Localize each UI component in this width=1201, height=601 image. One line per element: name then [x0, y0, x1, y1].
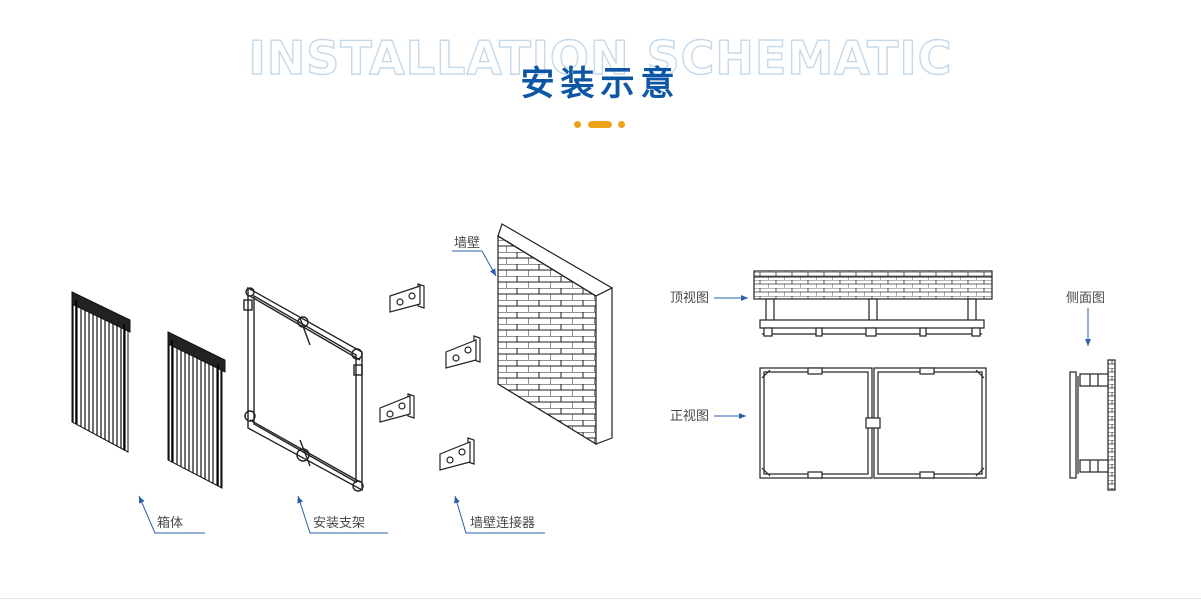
label-top-view: 顶视图: [670, 291, 710, 306]
brick-wall: [497, 223, 614, 446]
label-wall: 墙壁: [454, 236, 481, 251]
divider-bar: [588, 121, 612, 128]
divider-dot-left: [574, 121, 581, 128]
label-front-view: 正视图: [670, 409, 710, 424]
cabinet-panel-1: [71, 291, 131, 453]
label-side-view: 侧面图: [1066, 291, 1106, 306]
top-view-drawing: [753, 270, 993, 337]
label-leaders-left: [138, 250, 545, 534]
wall-connector-3: [379, 393, 415, 423]
label-mounting-bracket: 安装支架: [313, 516, 366, 531]
front-view-drawing: [759, 367, 987, 479]
title-english-outline: INSTALLATION SCHEMATIC: [248, 31, 953, 85]
wall-connector-2: [445, 335, 481, 369]
title-divider-dots: [574, 120, 626, 130]
cabinet-panel-2: [167, 331, 226, 489]
label-cabinet: 箱体: [157, 516, 184, 531]
page-title: 安装示意: [520, 64, 681, 104]
wall-connector-1: [389, 283, 425, 313]
bottom-divider: [0, 598, 1201, 599]
side-view-drawing: [1069, 359, 1116, 491]
wall-connector-4: [439, 437, 475, 471]
divider-dot-right: [618, 121, 625, 128]
mounting-bracket-frame: [243, 286, 364, 492]
label-wall-connector: 墙壁连接器: [470, 516, 536, 531]
section-header: INSTALLATION SCHEMATIC 安装示意: [0, 0, 1201, 140]
label-leaders-right: [714, 295, 1091, 419]
